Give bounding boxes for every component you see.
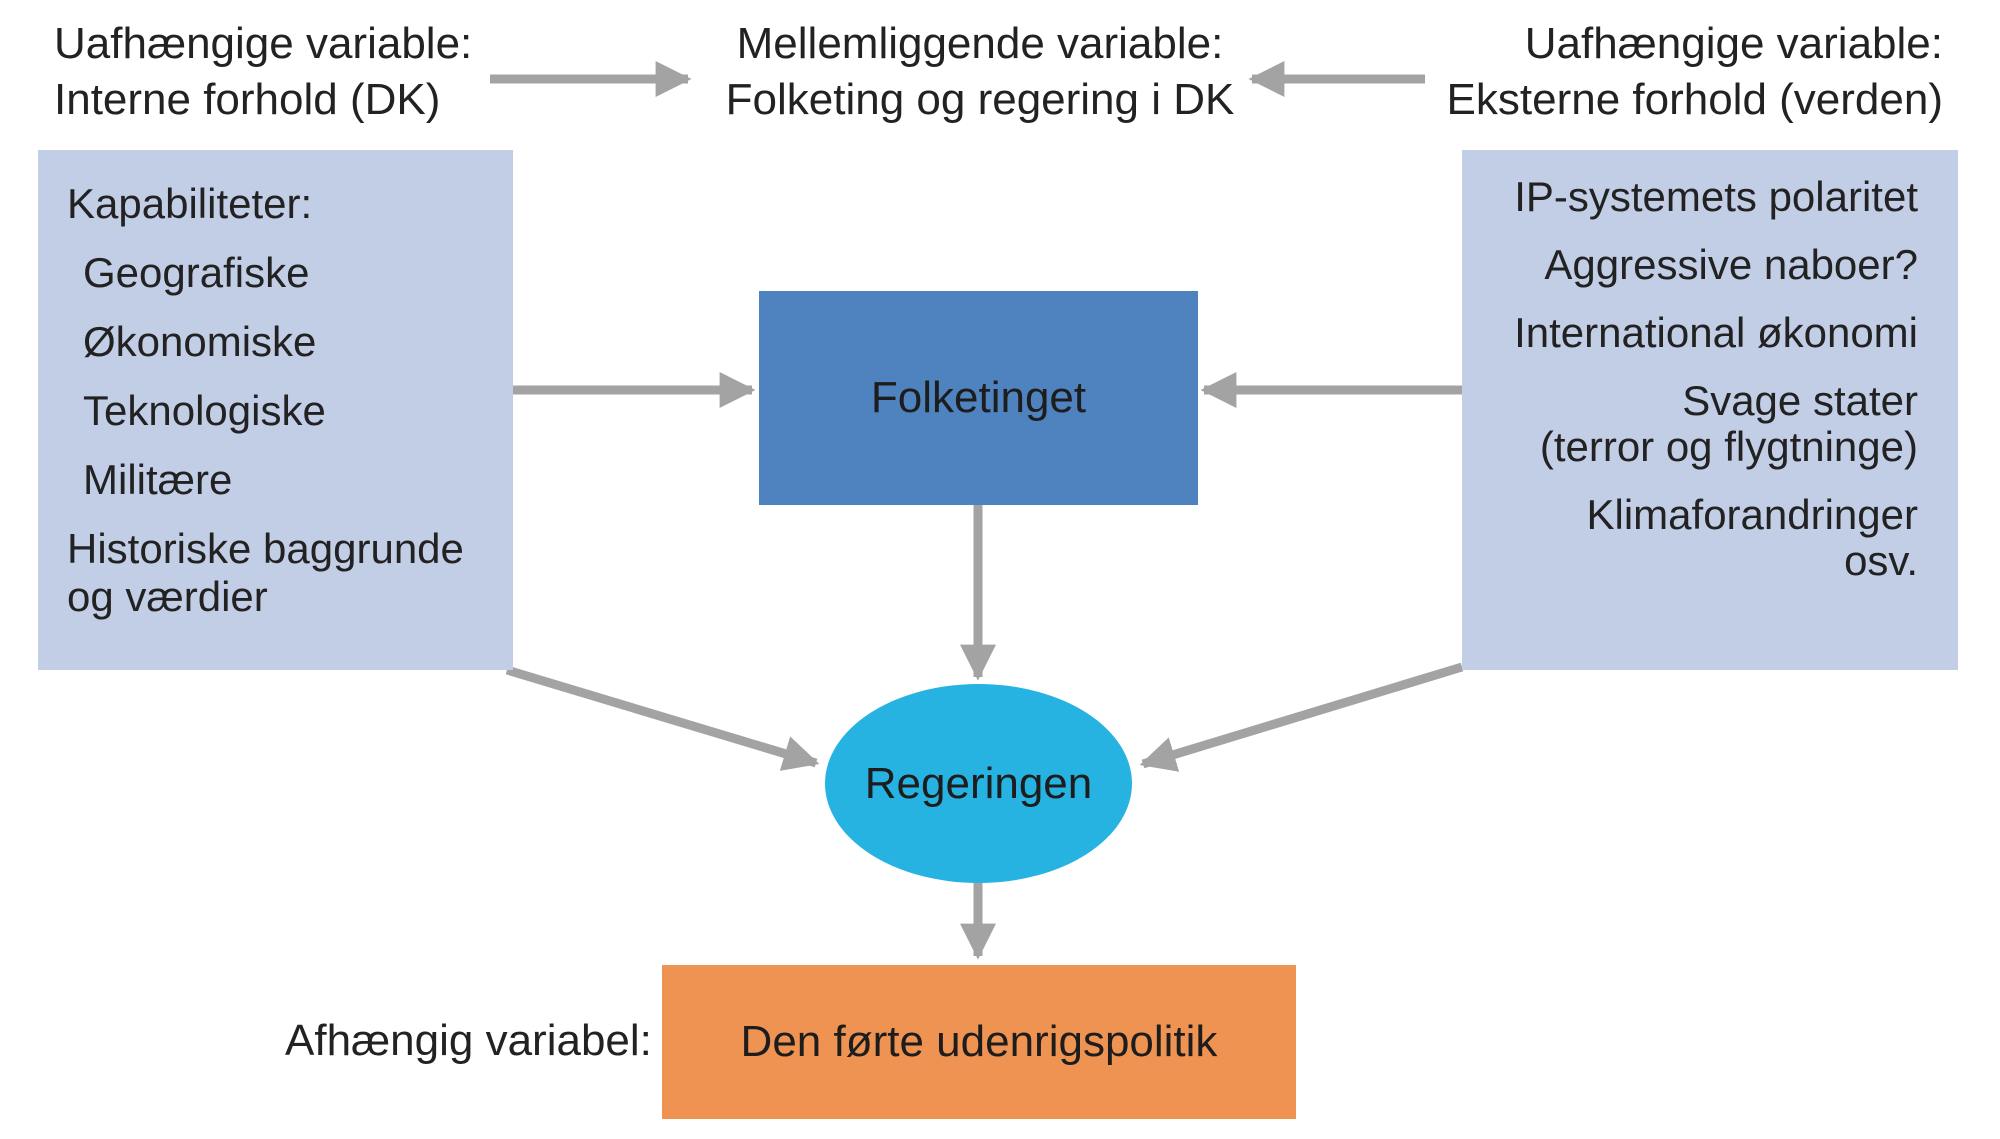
external-factor-item: Aggressive naboer? — [1462, 242, 1918, 288]
external-factor-text: Aggressive naboer? — [1544, 241, 1918, 288]
outcome-label: Den førte udenrigspolitik — [740, 1017, 1218, 1066]
internal-factor-item: Geografiske — [83, 249, 310, 296]
capabilities-heading: Kapabiliteter: — [67, 180, 313, 227]
internal-factor-item: Økonomiske — [83, 318, 317, 365]
weak-states-item: Svage stater (terror og flygtninge) — [1462, 378, 1918, 470]
weak-states-line2: (terror og flygtninge) — [1539, 423, 1918, 470]
parliament-node: Folketinget — [759, 291, 1198, 505]
internal-factor-item: Militære — [83, 456, 233, 503]
arrow-internal-to-government — [505, 665, 820, 771]
external-factor-text: IP-systemets polaritet — [1514, 173, 1918, 220]
history-values-item: Historiske baggrunde og værdier — [67, 525, 513, 621]
government-label: Regeringen — [864, 758, 1093, 808]
internal-factors-box: Kapabiliteter: Geografiske Økonomiske Te… — [38, 150, 513, 670]
foreign-policy-outcome-node: Den førte udenrigspolitik — [662, 965, 1296, 1119]
parliament-label: Folketinget — [870, 373, 1087, 422]
external-factors-box: IP-systemets polaritet Aggressive naboer… — [1462, 150, 1958, 670]
external-heading-line2: Eksterne forhold (verden) — [1446, 75, 1943, 124]
external-factor-item: International økonomi — [1462, 310, 1918, 356]
dependent-variable-label: Afhængig variabel: — [285, 1016, 652, 1065]
intervening-heading-line1: Mellemliggende variable: — [736, 19, 1224, 68]
external-factor-text: International økonomi — [1514, 309, 1918, 356]
internal-variables-heading: Uafhængige variable: Interne forhold (DK… — [54, 16, 472, 128]
external-variables-heading: Uafhængige variable: Eksterne forhold (v… — [1447, 16, 1943, 128]
internal-heading-line1: Uafhængige variable: — [54, 19, 473, 68]
internal-factor-item: Teknologiske — [83, 387, 326, 434]
external-heading-line1: Uafhængige variable: — [1524, 19, 1943, 68]
history-line1: Historiske baggrunde — [67, 525, 464, 572]
internal-heading-line2: Interne forhold (DK) — [54, 75, 441, 124]
arrow-external-to-government — [1139, 662, 1464, 772]
weak-states-line1: Svage stater — [1682, 377, 1918, 424]
climate-line1: Klimaforandringer — [1586, 491, 1919, 538]
climate-item: Klimaforandringer osv. — [1462, 491, 1919, 584]
history-line2: og værdier — [67, 573, 268, 620]
climate-line2: osv. — [1844, 537, 1918, 584]
intervening-variables-heading: Mellemliggende variable: Folketing og re… — [720, 16, 1240, 128]
intervening-heading-line2: Folketing og regering i DK — [725, 75, 1235, 124]
external-factor-item: IP-systemets polaritet — [1462, 174, 1918, 220]
government-node: Regeringen — [825, 684, 1132, 883]
